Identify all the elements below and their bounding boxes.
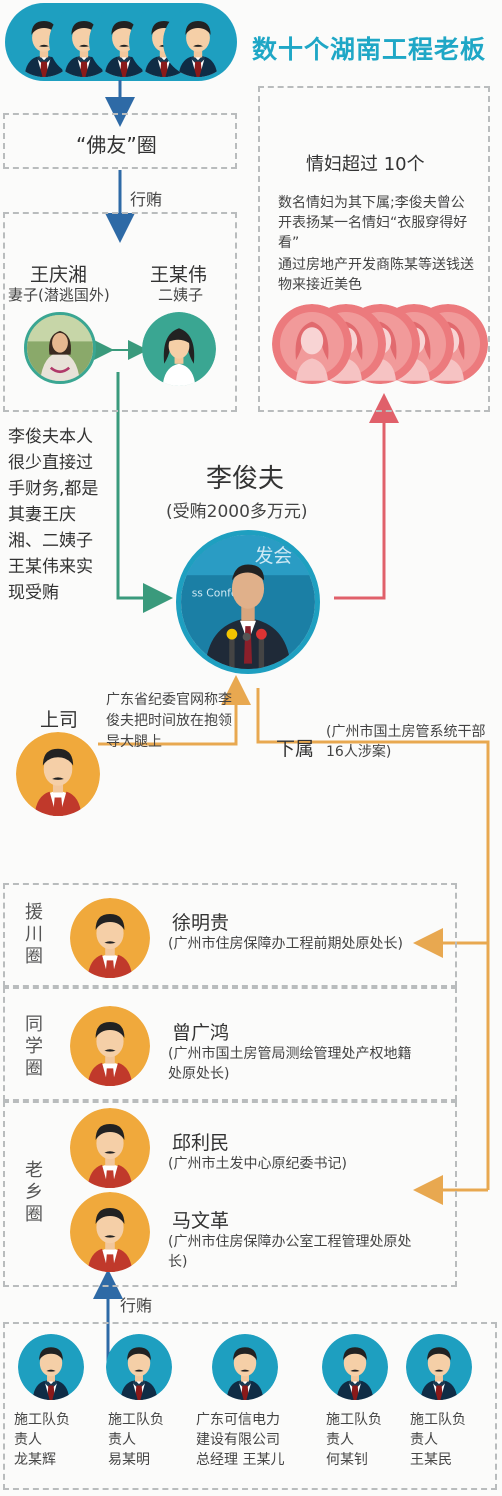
- subordinates-note: (广州市国土房管系统干部16人涉案): [326, 724, 486, 760]
- bribers-box: [3, 1322, 497, 1490]
- wife-desc: 妻子(潜逃国外): [8, 286, 110, 304]
- briber-line: 责人: [326, 1432, 354, 1448]
- briber-name: 何某钊: [326, 1452, 368, 1468]
- boss-note: 广东省纪委官网称李俊夫把时间放在抱领导大腿上: [106, 692, 232, 750]
- group-box-laoxiang: [3, 1101, 457, 1287]
- briber-5: 施工队负 责人 王某民: [410, 1410, 498, 1470]
- family-box: [3, 212, 237, 412]
- mistress-desc-2: 通过房地产开发商陈某等送钱送物来接近美色: [278, 257, 474, 293]
- woman-avatar-icon: [272, 304, 352, 384]
- person-desc: (广州市土发中心原纪委书记): [168, 1156, 347, 1172]
- briber-line: 责人: [108, 1432, 136, 1448]
- briber-line: 广东可信电力: [196, 1412, 280, 1428]
- man-avatar-icon: [406, 1334, 472, 1400]
- person-name: 徐明贵: [172, 912, 230, 934]
- man-avatar-icon: [16, 732, 100, 816]
- sister-desc: 二姨子: [158, 286, 204, 304]
- subordinates-label: 下属: [276, 738, 315, 760]
- briber-3: 广东可信电力 建设有限公司 总经理 王某儿: [196, 1410, 306, 1470]
- wife-name: 王庆湘: [30, 264, 88, 286]
- person-desc: (广州市住房保障办工程前期处原处长): [168, 936, 403, 952]
- briber-4: 施工队负 责人 何某钊: [326, 1410, 414, 1470]
- wife-photo-avatar: [24, 312, 96, 384]
- bribe-label-bottom: 行贿: [120, 1296, 153, 1315]
- group-label-laoxiang: 老乡圈: [25, 1160, 43, 1225]
- group-label-tongxue: 同学圈: [25, 1014, 43, 1079]
- person-name: 马文革: [172, 1210, 230, 1232]
- main-name: 李俊夫: [206, 464, 285, 494]
- fuyou-circle-box: [3, 113, 237, 169]
- sister-name: 王某伟: [150, 264, 208, 286]
- briber-line: 施工队负: [410, 1412, 466, 1428]
- briber-2: 施工队负 责人 易某明: [108, 1410, 196, 1470]
- man-avatar-icon: [106, 1334, 172, 1400]
- briber-1: 施工队负 责人 龙某辉: [14, 1410, 102, 1470]
- person-name: 邱利民: [172, 1132, 230, 1154]
- left-note: 李俊夫本人很少直接过手财务,都是其妻王庆湘、二姨子王某伟来实现受贿: [8, 427, 99, 603]
- briber-line: 施工队负: [326, 1412, 382, 1428]
- group-box-tongxue: [3, 987, 457, 1101]
- person-desc: (广州市国土房管局测绘管理处产权地籍处原处长): [168, 1046, 412, 1082]
- group-box-yuanchuan: [3, 883, 457, 987]
- mistress-desc-1: 数名情妇为其下属;李俊夫曾公开表扬某一名情妇“衣服穿得好看”: [278, 195, 468, 251]
- mistress-box: [258, 86, 490, 412]
- boss-label: 上司: [40, 709, 79, 731]
- woman-avatar-icon: [142, 312, 216, 386]
- man-avatar-icon: [70, 1192, 150, 1272]
- briber-name: 易某明: [108, 1452, 150, 1468]
- main-photo-avatar: [176, 530, 320, 674]
- bribe-label-top: 行贿: [130, 190, 163, 209]
- man-avatar-icon: [70, 1108, 150, 1188]
- man-avatar-icon: [70, 1006, 150, 1086]
- briber-line: 施工队负: [14, 1412, 70, 1428]
- main-desc: (受贿2000多万元): [166, 502, 308, 522]
- man-avatar-icon: [70, 898, 150, 978]
- fuyou-circle-label: “佛友”圈: [76, 133, 157, 157]
- man-avatar-icon: [212, 1334, 278, 1400]
- person-name: 曾广鸿: [172, 1022, 230, 1044]
- briber-line: 施工队负: [108, 1412, 164, 1428]
- briber-name: 龙某辉: [14, 1452, 56, 1468]
- group-label-yuanchuan: 援川圈: [25, 902, 43, 967]
- man-avatar-icon: [18, 1334, 84, 1400]
- diagram-title: 数十个湖南工程老板: [252, 35, 487, 64]
- briber-line: 建设有限公司: [196, 1432, 280, 1448]
- briber-name: 王某民: [410, 1452, 452, 1468]
- person-desc: (广州市住房保障办公室工程管理处原处长): [168, 1234, 412, 1270]
- briber-name: 总经理 王某儿: [196, 1452, 285, 1468]
- briber-line: 责人: [410, 1432, 438, 1448]
- man-avatar-icon: [322, 1334, 388, 1400]
- mistress-title: 情妇超过 10个: [306, 154, 425, 175]
- briber-line: 责人: [14, 1432, 42, 1448]
- mistress-avatars: [272, 304, 484, 386]
- boss-group-icons: [5, 3, 237, 81]
